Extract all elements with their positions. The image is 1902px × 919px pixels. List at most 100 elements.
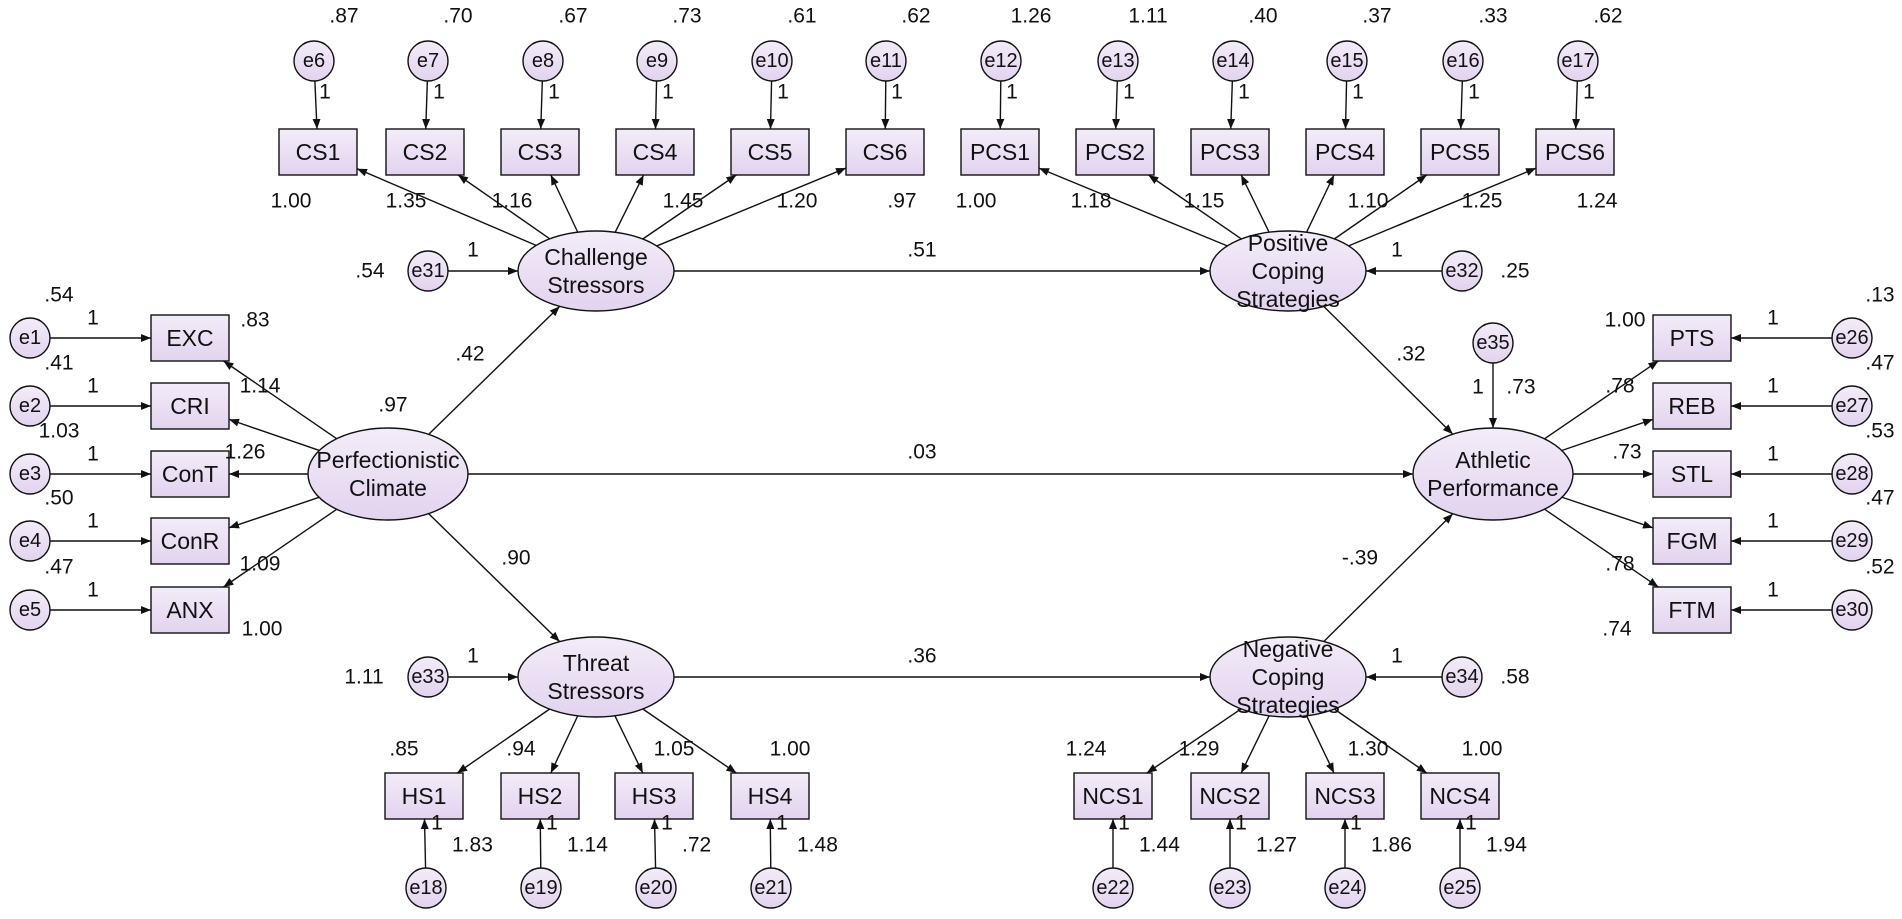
loading-arrow-pcs2: [1148, 174, 1242, 240]
fixed-loading-e14: 1: [1238, 81, 1250, 104]
indicator-anx: [150, 586, 230, 634]
loading-arrow-pts: [1544, 360, 1659, 440]
loading-pcs4: 1.10: [1348, 190, 1389, 213]
latent-label-negative: Coping: [1252, 664, 1325, 690]
error-label-e10: e10: [755, 50, 788, 72]
indicator-label-ncs3: NCS3: [1314, 783, 1375, 809]
indicator-label-reb: REB: [1668, 393, 1715, 419]
path-arrow-perf-challenge: [428, 305, 561, 435]
variance-e6: .87: [329, 5, 358, 28]
fixed-loading-e25: 1: [1465, 812, 1477, 835]
indicator-label-cs2: CS2: [403, 139, 448, 165]
indicator-label-hs1: HS1: [402, 783, 447, 809]
loading-pcs2: 1.18: [1071, 190, 1112, 213]
loading-pcs3: 1.15: [1184, 190, 1225, 213]
indicator-cont: [150, 450, 230, 498]
variance-e16: .33: [1478, 5, 1507, 28]
variance-e27: .47: [1865, 352, 1894, 375]
variance-e17: .62: [1593, 5, 1622, 28]
fixed-loading-e22: 1: [1118, 812, 1130, 835]
error-e17: [1557, 40, 1599, 82]
latent-challenge: [517, 230, 675, 312]
error-e19: [520, 867, 562, 909]
fixed-loading-e32: 1: [1391, 239, 1403, 262]
latent-perfectionistic: [307, 427, 469, 521]
latent-negative: [1209, 636, 1367, 718]
latent-label-negative: Negative: [1243, 636, 1334, 662]
indicator-label-ftm: FTM: [1668, 597, 1715, 623]
error-arrow-e19: [536, 818, 545, 869]
error-e10: [751, 40, 793, 82]
loading-cs1: 1.00: [271, 190, 312, 213]
loading-arrow-pcs6: [1348, 167, 1537, 247]
indicator-label-anx: ANX: [166, 597, 213, 623]
variance-e1: .54: [44, 284, 74, 307]
loading-ncs4: 1.00: [1462, 738, 1503, 761]
indicator-pcs5: [1420, 128, 1500, 176]
loading-cri: 1.14: [240, 375, 281, 398]
path-coef-positive-athletic: .32: [1396, 343, 1425, 366]
error-e29: [1831, 520, 1873, 562]
error-label-e1: e1: [19, 327, 41, 349]
indicator-label-hs3: HS3: [632, 783, 677, 809]
indicator-cs1: [278, 128, 358, 176]
fixed-loading-e6: 1: [319, 81, 331, 104]
indicator-label-conr: ConR: [161, 528, 220, 554]
indicator-pcs2: [1075, 128, 1155, 176]
fixed-loading-e27: 1: [1767, 375, 1779, 398]
indicator-ncs4: [1420, 772, 1500, 820]
fixed-loading-e4: 1: [87, 510, 99, 533]
indicator-pts: [1652, 314, 1732, 362]
error-e33: [407, 656, 449, 698]
loading-cs5: 1.20: [777, 190, 818, 213]
fixed-loading-e13: 1: [1123, 81, 1135, 104]
error-label-e34: e34: [1445, 666, 1478, 688]
error-e24: [1324, 867, 1366, 909]
error-e4: [9, 520, 51, 562]
latent-positive: [1209, 230, 1367, 312]
error-label-e2: e2: [19, 395, 41, 417]
loading-reb: .78: [1605, 375, 1634, 398]
variance-e31: .54: [355, 260, 385, 283]
error-arrow-e18: [420, 818, 429, 869]
error-label-e21: e21: [754, 877, 787, 899]
error-e25: [1439, 867, 1481, 909]
fixed-loading-e29: 1: [1767, 510, 1779, 533]
path-arrow-perf-threat: [428, 513, 561, 643]
fixed-loading-e16: 1: [1468, 81, 1480, 104]
error-e30: [1831, 589, 1873, 631]
loading-pcs6: 1.24: [1577, 190, 1618, 213]
error-e27: [1831, 385, 1873, 427]
error-e20: [635, 867, 677, 909]
latent-label-positive: Coping: [1252, 258, 1325, 284]
error-label-e17: e17: [1561, 50, 1594, 72]
error-label-e28: e28: [1835, 463, 1868, 485]
error-label-e27: e27: [1835, 395, 1868, 417]
loading-cs3: 1.16: [492, 190, 533, 213]
variance-e33: 1.11: [344, 666, 383, 689]
indicator-cri: [150, 382, 230, 430]
fixed-loading-e34: 1: [1391, 645, 1403, 668]
loading-hs1: .85: [389, 738, 418, 761]
fixed-loading-e11: 1: [891, 81, 903, 104]
error-arrow-e7: [422, 80, 431, 130]
indicator-label-stl: STL: [1671, 461, 1713, 487]
fixed-loading-e21: 1: [776, 812, 788, 835]
loading-pts: 1.00: [1605, 309, 1646, 332]
fixed-loading-e9: 1: [662, 81, 674, 104]
loading-hs2: .94: [506, 738, 536, 761]
error-label-e18: e18: [409, 877, 442, 899]
path-coef-perf-threat: .90: [501, 547, 530, 570]
loading-hs3: 1.05: [654, 738, 695, 761]
error-e18: [405, 867, 447, 909]
latent-label-challenge: Stressors: [547, 272, 644, 298]
error-label-e13: e13: [1101, 50, 1134, 72]
indicator-label-pts: PTS: [1670, 325, 1715, 351]
error-arrow-e8: [537, 80, 546, 130]
fixed-loading-e35: 1: [1472, 376, 1484, 399]
latent-athletic: [1412, 427, 1574, 521]
error-label-e26: e26: [1835, 327, 1868, 349]
variance-e25: 1.94: [1486, 834, 1527, 857]
variance-e10: .61: [787, 5, 816, 28]
variance-e29: .47: [1865, 487, 1894, 510]
